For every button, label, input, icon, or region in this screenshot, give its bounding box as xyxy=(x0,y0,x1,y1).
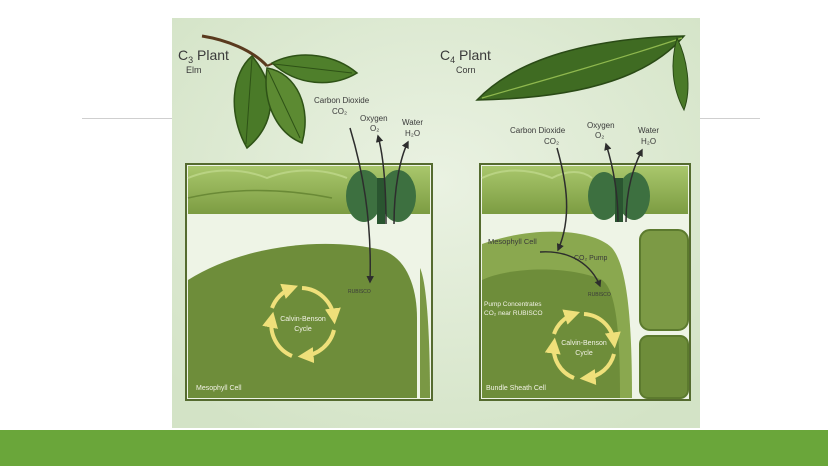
c4-cell-label: Bundle Sheath Cell xyxy=(486,385,546,392)
c4-co2-name: Carbon Dioxide xyxy=(510,126,566,135)
calvin-cycle-icon xyxy=(262,283,341,364)
footer-bar xyxy=(0,430,828,466)
c4-cycle-line1: Calvin-Benson xyxy=(561,340,607,347)
c4-co2-formula: CO₂ xyxy=(544,137,559,146)
c3-rubisco-label: RUBISCO xyxy=(348,289,371,295)
c3-o2-name: Oxygen xyxy=(360,114,388,123)
c4-panel: C4 Plant Corn Carbon Dioxide CO₂ Oxygen … xyxy=(440,35,691,401)
c4-bundle-sheath-cell xyxy=(482,269,620,398)
c3-mesophyll-cell xyxy=(188,243,417,398)
left-divider-line xyxy=(82,118,182,119)
corn-leaf-icon xyxy=(475,35,689,112)
c4-cycle-line2: Cycle xyxy=(575,350,593,357)
c3-cycle-line2: Cycle xyxy=(294,326,312,333)
c3-water-formula: H₂O xyxy=(405,129,420,138)
c3-co2-name: Carbon Dioxide xyxy=(314,96,370,105)
elm-leaf-icon xyxy=(201,34,359,150)
right-divider-line xyxy=(690,118,760,119)
c3-guard-cell-left xyxy=(346,170,382,222)
c3-cycle-line1: Calvin-Benson xyxy=(280,316,326,323)
c4-mesophyll-label: Mesophyll Cell xyxy=(488,237,537,246)
c4-title: C4 Plant xyxy=(440,47,491,65)
calvin-cycle-icon xyxy=(544,309,621,386)
c3-co2-arrow xyxy=(349,127,374,284)
c3-guard-cell-right xyxy=(380,170,416,222)
c3-o2-arrow xyxy=(375,134,387,225)
c3-panel: C3 Plant Elm Carbon Dioxide CO₂ Oxygen O… xyxy=(178,34,433,401)
c4-water-formula: H₂O xyxy=(641,137,656,146)
c4-pump-arrow xyxy=(539,251,602,288)
c4-o2-formula: O₂ xyxy=(595,131,604,140)
c4-water-name: Water xyxy=(638,126,659,135)
c4-o2-name: Oxygen xyxy=(587,121,615,130)
c4-rubisco-label: RUBISCO xyxy=(588,292,611,298)
c4-co2-arrow xyxy=(556,147,568,252)
c3-c4-diagram: C3 Plant Elm Carbon Dioxide CO₂ Oxygen O… xyxy=(172,18,700,428)
c3-species-label: Elm xyxy=(186,65,202,75)
c3-title: C3 Plant xyxy=(178,47,229,65)
c3-o2-formula: O₂ xyxy=(370,124,379,133)
c4-water-arrow xyxy=(625,148,643,223)
c4-guard-cell-left xyxy=(588,172,620,220)
c4-o2-arrow xyxy=(604,142,619,223)
c4-pump-note-line2: CO₂ near RUBISCO xyxy=(484,310,543,317)
c3-co2-formula: CO₂ xyxy=(332,107,347,116)
c3-cell-label: Mesophyll Cell xyxy=(196,385,242,392)
c3-water-name: Water xyxy=(402,118,423,127)
c4-species-label: Corn xyxy=(456,65,476,75)
c4-pump-note-line1: Pump Concentrates xyxy=(484,301,542,308)
c4-pump-label: CO₂ Pump xyxy=(574,255,608,262)
c3-water-arrow xyxy=(393,140,409,225)
